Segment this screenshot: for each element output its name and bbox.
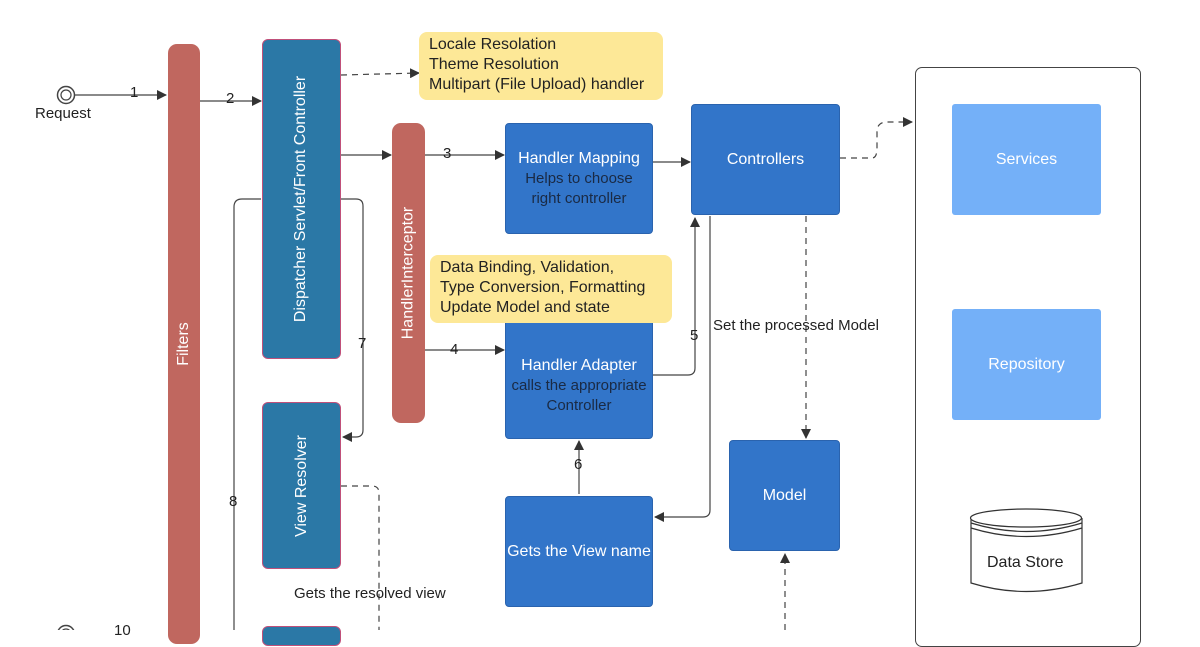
dispatcher-label: Dispatcher Servlet/Front Controller [292, 75, 310, 323]
spring-mvc-diagram: Filters Dispatcher Servlet/Front Control… [35, 32, 1141, 647]
step-5: 5 [690, 327, 699, 344]
request-label: Request [35, 105, 91, 122]
data-binding-line1: Data Binding, Validation, [440, 259, 615, 276]
arrow-dispatcher-note [340, 68, 420, 79]
dispatcher-servlet-box: Dispatcher Servlet/Front Controller [262, 39, 341, 359]
view-name-box: Gets the View name [505, 496, 653, 607]
view-resolver-label: View Resolver [292, 434, 310, 537]
locale-note: Locale Resolation Theme Resolution Multi… [419, 32, 663, 100]
step-8: 8 [229, 493, 238, 510]
model-label: Model [762, 486, 807, 504]
arrow-resolved-view [341, 485, 380, 630]
data-binding-line2: Type Conversion, Formatting [440, 279, 646, 296]
step-1: 1 [130, 84, 139, 101]
data-store-label: Data Store [987, 554, 1064, 571]
repository-label: Repository [988, 355, 1065, 373]
repository-box: Repository [952, 309, 1101, 420]
arrow-controllers-viewname [654, 216, 711, 522]
locale-line2: Theme Resolution [429, 56, 559, 73]
step-3: 3 [443, 145, 452, 162]
connector-layer [56, 68, 1083, 630]
handler-mapping-line1: Helps to choose [525, 169, 633, 187]
controllers-box: Controllers [691, 104, 840, 215]
handler-interceptor-bar: HandlerInterceptor [392, 123, 425, 423]
step-10: 10 [114, 622, 131, 639]
locale-line1: Locale Resolation [429, 36, 557, 53]
services-box: Services [952, 104, 1101, 215]
handler-mapping-line2: right controller [531, 189, 627, 207]
handler-adapter-line1: calls the appropriate [511, 376, 647, 394]
filters-bar: Filters [168, 44, 200, 644]
arrow-8 [233, 198, 261, 630]
view-box-partial [262, 626, 341, 646]
step-2: 2 [226, 90, 235, 107]
interceptor-label: HandlerInterceptor [399, 206, 417, 340]
controllers-label: Controllers [726, 150, 805, 168]
handler-adapter-box: Handler Adapter calls the appropriate Co… [505, 318, 653, 439]
model-box: Model [729, 440, 840, 551]
view-resolver-box: View Resolver [262, 402, 341, 569]
handler-mapping-box: Handler Mapping Helps to choose right co… [505, 123, 653, 234]
data-binding-line3: Update Model and state [440, 299, 610, 316]
arrow-7 [341, 198, 364, 442]
request-start-circle [56, 85, 76, 105]
filters-label: Filters [175, 322, 192, 366]
step-7: 7 [358, 335, 367, 352]
set-model-label: Set the processed Model [713, 317, 879, 334]
data-binding-note: Data Binding, Validation, Type Conversio… [430, 255, 672, 323]
handler-adapter-line2: Controller [546, 396, 612, 414]
handler-mapping-title: Handler Mapping [518, 149, 640, 167]
handler-adapter-title: Handler Adapter [521, 356, 637, 374]
step-4: 4 [450, 341, 459, 358]
arrow-5 [653, 217, 700, 376]
step-6: 6 [574, 456, 583, 473]
services-label: Services [995, 150, 1058, 168]
view-name-label: Gets the View name [507, 542, 651, 560]
locale-line3: Multipart (File Upload) handler [429, 76, 645, 93]
resolved-view-label: Gets the resolved view [294, 585, 446, 602]
data-store-cylinder [969, 508, 1083, 593]
arrow-controllers-services [840, 117, 913, 159]
response-end-circle [57, 624, 75, 630]
